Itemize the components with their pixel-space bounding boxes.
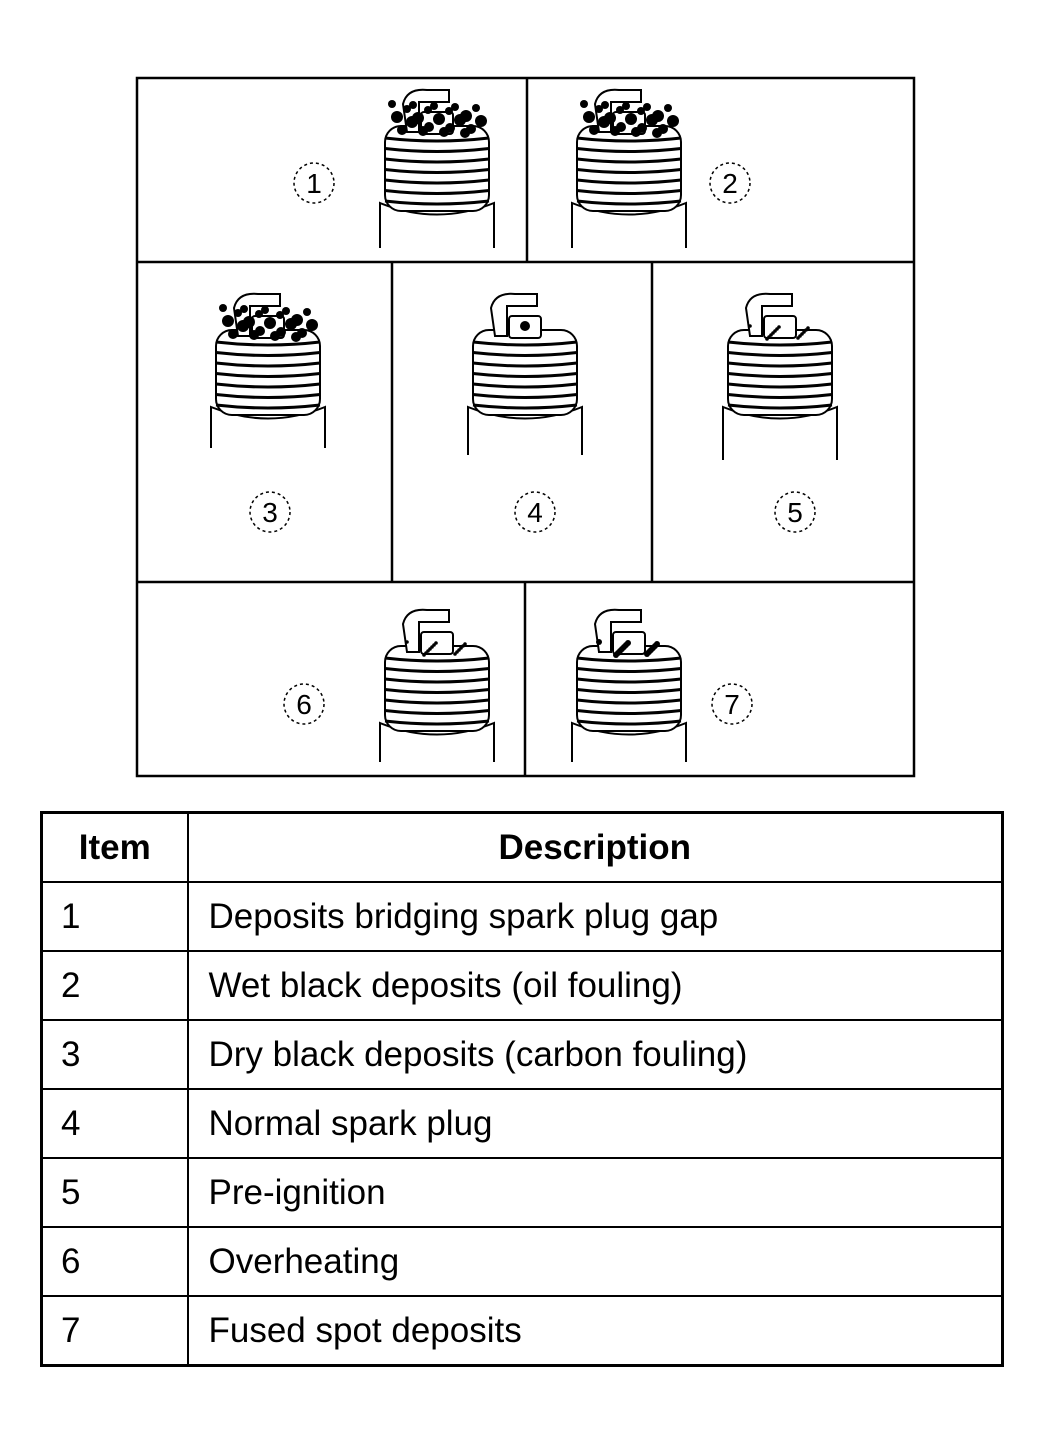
spark-plug-1-icon [379, 88, 495, 248]
spark-plug-4-icon [467, 292, 583, 455]
header-item: Item [40, 811, 189, 883]
table-row: 1 Deposits bridging spark plug gap [40, 881, 1004, 952]
legend-table: Item Description 1 Deposits bridging spa… [40, 811, 1004, 1367]
item-number: 4 [40, 1088, 189, 1159]
item-description: Dry black deposits (carbon fouling) [186, 1019, 1004, 1090]
item-number: 1 [40, 881, 189, 952]
spark-plug-2-icon [571, 88, 687, 248]
spark-plug-diagram: 1 2 3 4 5 6 7 [135, 76, 916, 778]
table-row: 6 Overheating [40, 1226, 1004, 1297]
panel-label-5: 5 [774, 491, 816, 533]
item-number: 2 [40, 950, 189, 1021]
item-description: Overheating [186, 1226, 1004, 1297]
item-number: 3 [40, 1019, 189, 1090]
spark-plug-6-icon [379, 608, 495, 762]
table-row: 3 Dry black deposits (carbon fouling) [40, 1019, 1004, 1090]
table-row: 7 Fused spot deposits [40, 1295, 1004, 1367]
item-description: Pre-ignition [186, 1157, 1004, 1228]
item-number: 5 [40, 1157, 189, 1228]
svg-text:3: 3 [262, 497, 278, 528]
svg-text:7: 7 [724, 689, 740, 720]
svg-text:4: 4 [527, 497, 543, 528]
item-description: Wet black deposits (oil fouling) [186, 950, 1004, 1021]
panel-label-7: 7 [711, 683, 753, 725]
svg-text:1: 1 [306, 168, 322, 199]
panel-label-3: 3 [249, 491, 291, 533]
spark-plug-3-icon [210, 292, 326, 448]
panel-label-4: 4 [514, 491, 556, 533]
svg-text:2: 2 [722, 168, 738, 199]
table-row: 2 Wet black deposits (oil fouling) [40, 950, 1004, 1021]
panel-label-1: 1 [293, 162, 335, 204]
table-header-row: Item Description [40, 811, 1004, 883]
item-description: Deposits bridging spark plug gap [186, 881, 1004, 952]
item-description: Fused spot deposits [186, 1295, 1004, 1367]
spark-plug-7-icon [571, 608, 687, 762]
item-description: Normal spark plug [186, 1088, 1004, 1159]
item-number: 7 [40, 1295, 189, 1367]
header-description: Description [186, 811, 1004, 883]
table-row: 5 Pre-ignition [40, 1157, 1004, 1228]
svg-text:6: 6 [296, 689, 312, 720]
table-row: 4 Normal spark plug [40, 1088, 1004, 1159]
panel-label-2: 2 [709, 162, 751, 204]
panel-label-6: 6 [283, 683, 325, 725]
item-number: 6 [40, 1226, 189, 1297]
svg-text:5: 5 [787, 497, 803, 528]
spark-plug-5-icon [722, 292, 838, 460]
